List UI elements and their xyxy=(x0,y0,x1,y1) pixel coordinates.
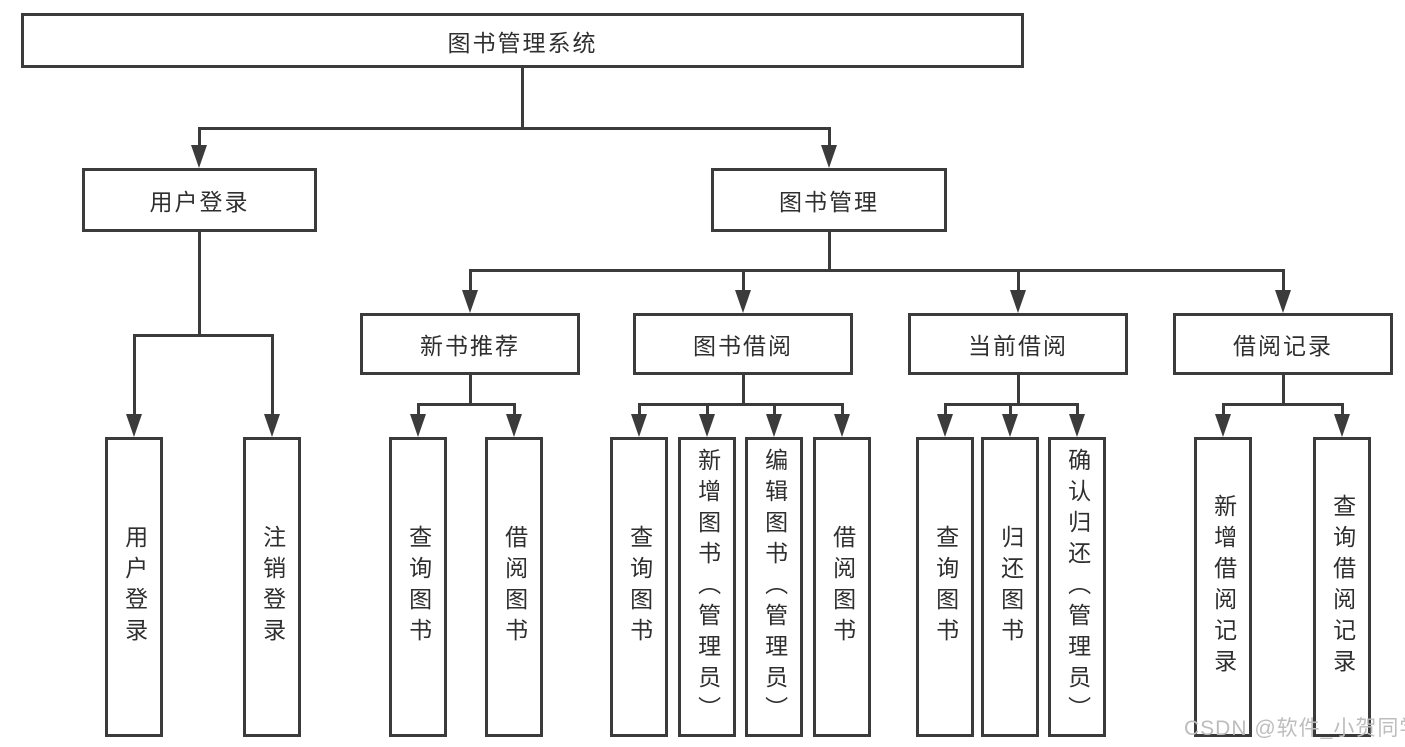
connector-line xyxy=(1221,402,1344,406)
leaf-current-query-books: 查询图书 xyxy=(916,437,974,737)
connector-line xyxy=(468,375,472,404)
arrowhead-icon xyxy=(1215,414,1231,437)
leaf-borrow-add-books-label: 新增图书（管理员） xyxy=(694,447,721,727)
arrowhead-icon xyxy=(699,414,715,437)
arrowhead-icon xyxy=(735,290,751,313)
arrowhead-icon xyxy=(1069,414,1085,437)
leaf-current-confirm-return-label: 确认归还（管理员） xyxy=(1064,447,1091,727)
leaf-borrow-borrow-books-label: 借阅图书 xyxy=(829,525,856,649)
leaf-current-confirm-return: 确认归还（管理员） xyxy=(1048,437,1106,737)
connector-line xyxy=(1016,270,1020,301)
leaf-records-add-record: 新增借阅记录 xyxy=(1194,437,1252,737)
connector-line xyxy=(637,402,844,406)
watermark: CSDN @软件_小贺同学 xyxy=(1184,717,1405,740)
leaf-borrow-query-books-label: 查询图书 xyxy=(626,525,653,649)
connector-line xyxy=(468,268,1285,272)
node-new-book-recommend-label: 新书推荐 xyxy=(420,333,520,359)
arrowhead-icon xyxy=(1334,414,1350,437)
leaf-borrow-edit-books: 编辑图书（管理员） xyxy=(745,437,803,737)
arrowhead-icon xyxy=(631,414,647,437)
leaf-borrow-query-books: 查询图书 xyxy=(610,437,668,737)
connector-line xyxy=(416,402,516,406)
arrowhead-icon xyxy=(1275,290,1291,313)
node-user-login-label: 用户登录 xyxy=(149,189,250,215)
connector-line xyxy=(132,335,136,425)
arrowhead-icon xyxy=(937,414,953,437)
node-current-borrow: 当前借阅 xyxy=(908,313,1128,375)
connector-line xyxy=(741,375,745,404)
node-book-management-label: 图书管理 xyxy=(779,189,879,215)
node-new-book-recommend: 新书推荐 xyxy=(360,313,580,375)
node-borrow-records-label: 借阅记录 xyxy=(1233,333,1333,359)
arrowhead-icon xyxy=(1002,414,1018,437)
connector-line xyxy=(197,126,831,130)
connector-line xyxy=(827,128,831,156)
arrowhead-icon xyxy=(834,414,850,437)
leaf-borrow-edit-books-label: 编辑图书（管理员） xyxy=(761,447,788,727)
node-book-borrow: 图书借阅 xyxy=(633,313,853,375)
arrowhead-icon xyxy=(766,414,782,437)
connector-line xyxy=(132,333,274,337)
connector-line xyxy=(270,335,274,425)
leaf-current-query-books-label: 查询图书 xyxy=(932,525,959,649)
leaf-recommend-query-books-label: 查询图书 xyxy=(405,525,432,649)
leaf-logout: 注销登录 xyxy=(243,437,301,737)
leaf-logout-label: 注销登录 xyxy=(259,525,286,649)
node-book-management: 图书管理 xyxy=(711,168,947,232)
connector-line xyxy=(741,270,745,301)
leaf-recommend-borrow-books-label: 借阅图书 xyxy=(501,525,528,649)
node-book-borrow-label: 图书借阅 xyxy=(693,333,793,359)
connector-line xyxy=(1016,375,1020,404)
leaf-records-query-record: 查询借阅记录 xyxy=(1313,437,1371,737)
connector-line xyxy=(1281,375,1285,404)
node-root: 图书管理系统 xyxy=(21,13,1024,68)
connector-line xyxy=(197,128,201,156)
leaf-current-return-books: 归还图书 xyxy=(981,437,1039,737)
arrowhead-icon xyxy=(264,414,280,437)
connector-line xyxy=(468,270,472,301)
leaf-borrow-borrow-books: 借阅图书 xyxy=(813,437,871,737)
leaf-user-login: 用户登录 xyxy=(105,437,163,737)
node-root-label: 图书管理系统 xyxy=(447,29,598,56)
leaf-records-query-record-label: 查询借阅记录 xyxy=(1329,494,1356,680)
connector-line xyxy=(1281,270,1285,301)
leaf-recommend-borrow-books: 借阅图书 xyxy=(485,437,543,737)
arrowhead-icon xyxy=(126,414,142,437)
arrowhead-icon xyxy=(1010,290,1026,313)
node-user-login: 用户登录 xyxy=(82,168,317,232)
connector-line xyxy=(197,232,201,335)
arrowhead-icon xyxy=(506,414,522,437)
connector-line xyxy=(520,68,524,128)
node-borrow-records: 借阅记录 xyxy=(1173,313,1393,375)
connector-line xyxy=(827,232,831,270)
leaf-records-add-record-label: 新增借阅记录 xyxy=(1210,494,1237,680)
leaf-recommend-query-books: 查询图书 xyxy=(389,437,447,737)
leaf-borrow-add-books: 新增图书（管理员） xyxy=(678,437,736,737)
arrowhead-icon xyxy=(410,414,426,437)
node-current-borrow-label: 当前借阅 xyxy=(968,333,1068,359)
arrowhead-icon xyxy=(821,145,837,168)
leaf-user-login-label: 用户登录 xyxy=(121,525,148,649)
arrowhead-icon xyxy=(191,145,207,168)
leaf-current-return-books-label: 归还图书 xyxy=(997,525,1024,649)
arrowhead-icon xyxy=(462,290,478,313)
